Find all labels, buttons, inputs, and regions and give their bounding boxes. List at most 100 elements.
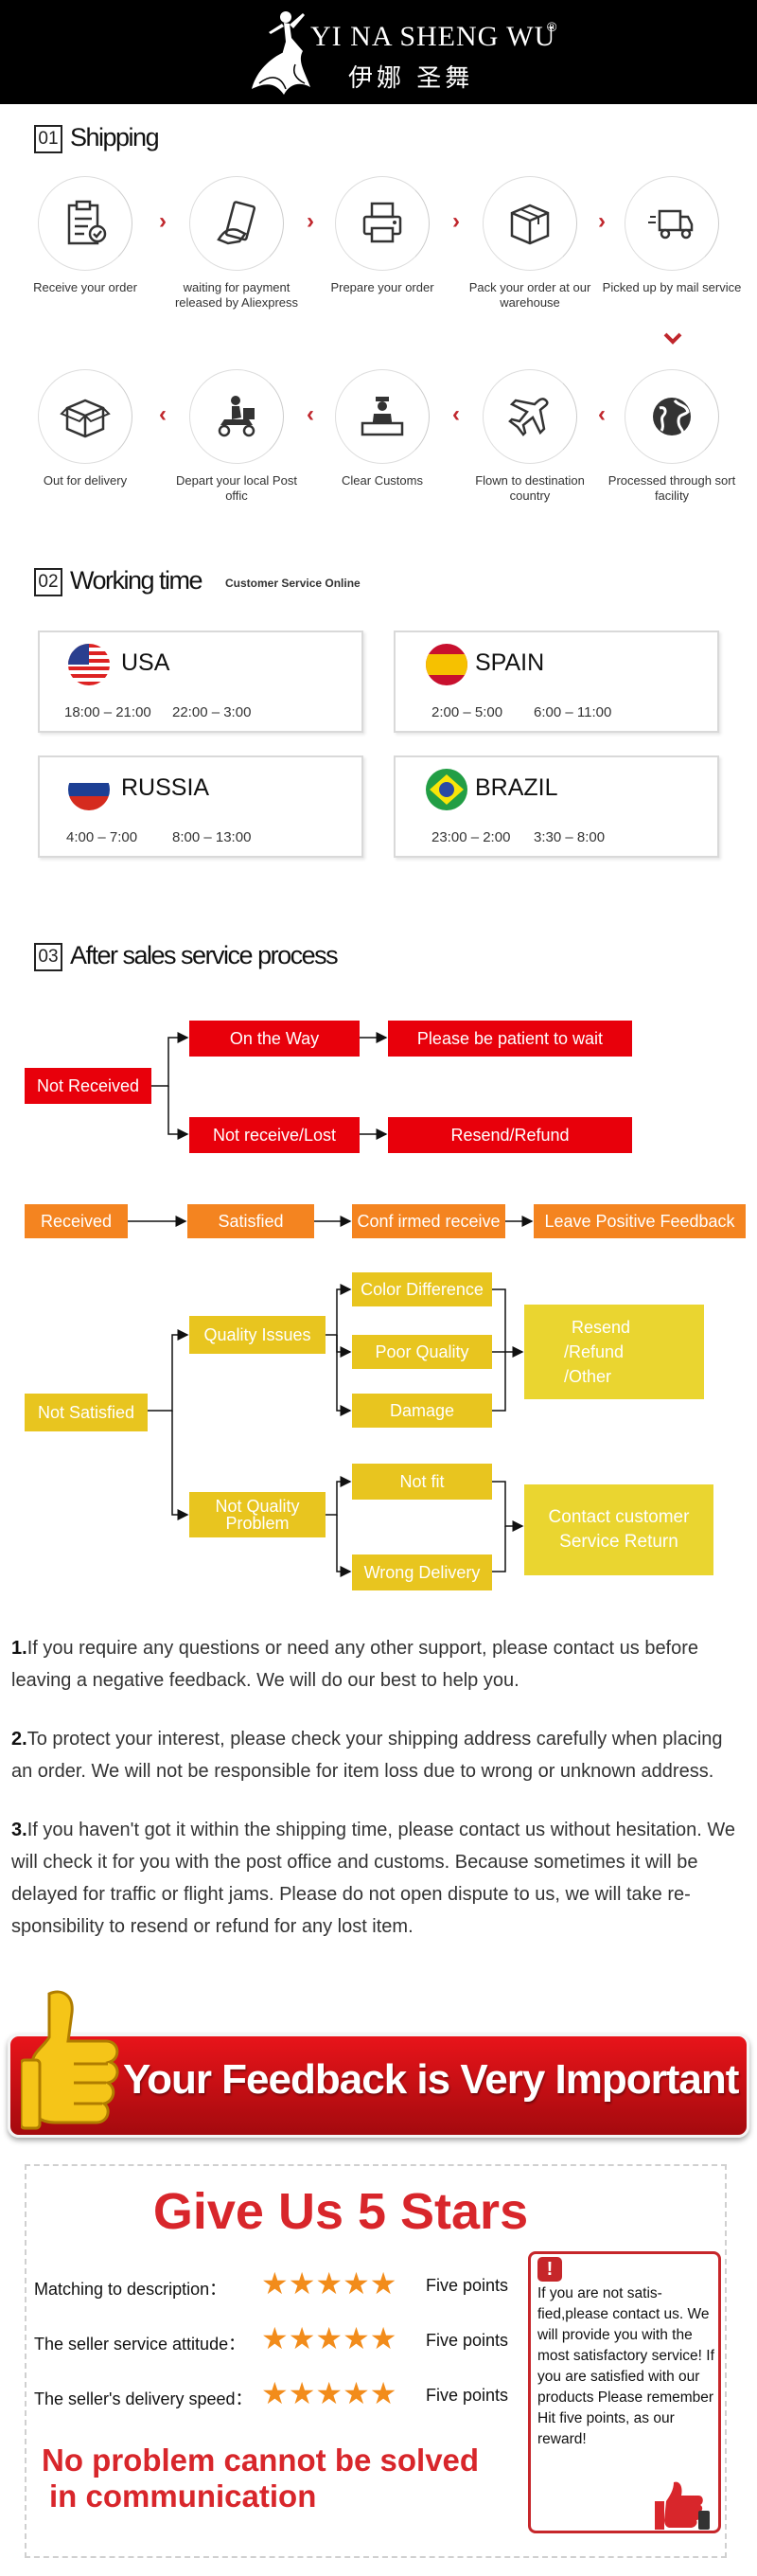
star-icon: ★ — [261, 2266, 289, 2301]
slogan-line-2: in communication — [49, 2478, 317, 2514]
chevron-left-icon: ‹ — [159, 401, 167, 427]
thumbs-up-icon — [21, 1990, 119, 2130]
flow-satisfied: Satisfied — [187, 1204, 314, 1238]
brazil-flag-icon — [426, 769, 467, 810]
courier-scooter-icon — [189, 369, 284, 464]
note-text: To protect your interest, please check y… — [11, 1729, 723, 1782]
flow-resend-refund: Resend/Refund — [388, 1117, 632, 1153]
step-label: Receive your order — [33, 280, 137, 294]
feedback-banner — [8, 2034, 749, 2138]
note-number: 2. — [11, 1729, 27, 1750]
step-label: Processed through sort facility — [607, 473, 736, 503]
note-number: 1. — [11, 1638, 27, 1659]
country-name: BRAZIL — [475, 774, 558, 801]
flow-contact-service: Contact customer Service Return — [524, 1484, 713, 1575]
note-number: 3. — [11, 1820, 27, 1840]
customs-officer-icon — [335, 369, 430, 464]
chevron-right-icon: › — [159, 208, 167, 234]
box-icon — [483, 176, 577, 271]
flow-connectors — [128, 1032, 534, 1577]
note-3: 3.If you haven't got it within the shipp… — [11, 1814, 746, 1943]
rating-points: Five points — [426, 2331, 509, 2350]
give-stars-title: Give Us 5 Stars — [152, 2183, 529, 2240]
note-text: If you haven't got it within the shippin… — [11, 1820, 736, 1937]
flow-not-received: Not Received — [25, 1068, 151, 1104]
alert-icon: ! — [537, 2257, 562, 2282]
star-icon: ★ — [261, 2321, 289, 2355]
time-range: 2:00 – 5:00 — [431, 704, 503, 720]
flow-quality-issues: Quality Issues — [189, 1316, 326, 1354]
time-range: 23:00 – 2:00 — [431, 829, 511, 845]
chevron-left-icon: ‹ — [598, 401, 606, 427]
note-1: 1.If you require any questions or need a… — [11, 1632, 746, 1697]
brand-name-en: YI NA SHENG WU — [310, 21, 556, 52]
airplane-icon — [483, 369, 577, 464]
flow-be-patient: Please be patient to wait — [388, 1021, 632, 1057]
delivery-truck-icon — [625, 176, 719, 271]
rating-label: Matching to description： — [34, 2280, 227, 2299]
time-range: 18:00 – 21:00 — [64, 704, 151, 720]
registered-mark: ® — [547, 19, 557, 34]
chevron-left-icon: ‹ — [452, 401, 460, 427]
section-number: 02 — [34, 568, 62, 596]
star-icon: ★ — [343, 2321, 370, 2355]
rating-label: The seller service attitude： — [34, 2335, 246, 2354]
note-text: If you require any questions or need any… — [11, 1638, 699, 1691]
star-icon: ★ — [288, 2266, 316, 2301]
slogan-line-1: No problem cannot be solved — [42, 2443, 480, 2478]
star-icon: ★ — [343, 2266, 370, 2301]
star-icon: ★ — [343, 2376, 370, 2410]
rating-stars: ★★★★★ — [261, 2323, 396, 2354]
flow-color-difference: Color Difference — [352, 1272, 492, 1306]
star-icon: ★ — [315, 2266, 343, 2301]
step-label: Picked up by mail service — [602, 280, 742, 294]
time-range: 22:00 – 3:00 — [172, 704, 252, 720]
flow-confirmed-receive: Conf irmed receive — [352, 1204, 505, 1238]
country-name: SPAIN — [475, 649, 545, 676]
note-2: 2.To protect your interest, please check… — [11, 1723, 746, 1787]
notice-text: If you are not satis-fied,please contact… — [537, 2285, 714, 2447]
globe-icon — [625, 369, 719, 464]
flow-resend-line: Resend — [572, 1318, 631, 1337]
flow-not-fit: Not fit — [352, 1464, 492, 1500]
step-label: Prepare your order — [330, 280, 434, 294]
flow-contact-line: Contact customer — [548, 1507, 690, 1527]
time-range: 8:00 – 13:00 — [172, 829, 252, 845]
brand-header — [0, 0, 757, 104]
brand-name-cn: 伊娜 圣舞 — [348, 64, 474, 93]
chevron-left-icon: ‹ — [307, 401, 314, 427]
chevron-right-icon: › — [307, 208, 314, 234]
section-number: 01 — [34, 125, 62, 153]
step-label: waiting for payment released by Aliexpre… — [174, 280, 299, 310]
country-name: USA — [121, 649, 170, 676]
star-icon: ★ — [369, 2266, 397, 2301]
flow-other-line: /Other — [564, 1367, 612, 1386]
flow-not-quality-line: Not Quality — [215, 1497, 300, 1516]
section-title-after-sales: After sales service process — [70, 941, 339, 969]
rating-label: The seller's delivery speed： — [34, 2389, 253, 2408]
country-name: RUSSIA — [121, 774, 210, 801]
rating-stars: ★★★★★ — [261, 2378, 396, 2408]
star-icon: ★ — [315, 2321, 343, 2355]
star-icon: ★ — [261, 2376, 289, 2410]
feedback-banner-text: Your Feedback is Very Important — [123, 2056, 739, 2103]
payment-card-icon — [189, 176, 284, 271]
flow-resend-refund-other: Resend /Refund /Other — [524, 1305, 704, 1399]
star-icon: ★ — [288, 2321, 316, 2355]
chevron-right-icon: › — [598, 208, 606, 234]
flow-damage: Damage — [352, 1394, 492, 1428]
clipboard-icon — [38, 176, 132, 271]
open-box-icon — [38, 369, 132, 464]
section-number: 03 — [34, 943, 62, 971]
dancer-logo-icon — [252, 11, 310, 95]
section-title-shipping: Shipping — [70, 123, 160, 151]
spain-flag-icon — [426, 644, 467, 685]
printer-icon — [335, 176, 430, 271]
step-label: Flown to destination country — [475, 473, 585, 503]
flow-not-receive-lost: Not receive/Lost — [189, 1117, 360, 1153]
flow-problem-line: Problem — [225, 1514, 290, 1533]
time-range: 3:30 – 8:00 — [534, 829, 606, 845]
flow-wrong-delivery: Wrong Delivery — [352, 1554, 492, 1590]
flow-on-the-way: On the Way — [189, 1021, 360, 1057]
rating-stars: ★★★★★ — [261, 2268, 396, 2299]
